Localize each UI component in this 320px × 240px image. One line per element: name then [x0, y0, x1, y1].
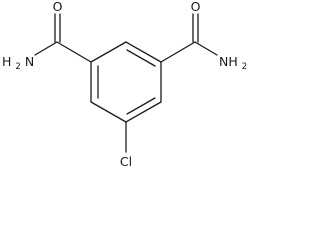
ring-bond-top-right	[125, 41, 162, 63]
left-oxygen-label: O	[53, 0, 63, 14]
bond-left-carbonyl-c-n	[34, 41, 58, 56]
left-amide-group: O H 2 N	[2, 0, 92, 73]
right-amine-label: NH 2	[219, 53, 247, 72]
ring-bond-top-left	[90, 41, 127, 63]
bond-right-carbonyl-c-n	[194, 41, 218, 56]
chlorine-substituent: Cl	[120, 121, 132, 169]
left-amine-label: H 2 N	[2, 53, 34, 73]
right-amide-group: O NH 2	[160, 0, 247, 72]
ring-double-bond-top-right	[126, 49, 156, 67]
right-oxygen-label: O	[191, 0, 201, 14]
chlorine-label: Cl	[120, 154, 132, 169]
bond-ring-to-left-carbonyl	[56, 41, 92, 63]
benzene-ring	[90, 41, 162, 123]
ring-bond-bottom-left	[90, 101, 127, 123]
ring-double-bond-right-lower	[126, 97, 156, 115]
structure-diagram: O H 2 N O NH 2 Cl	[2, 0, 247, 169]
bond-ring-to-right-carbonyl	[160, 41, 196, 63]
ring-bond-bottom-right	[125, 101, 162, 123]
